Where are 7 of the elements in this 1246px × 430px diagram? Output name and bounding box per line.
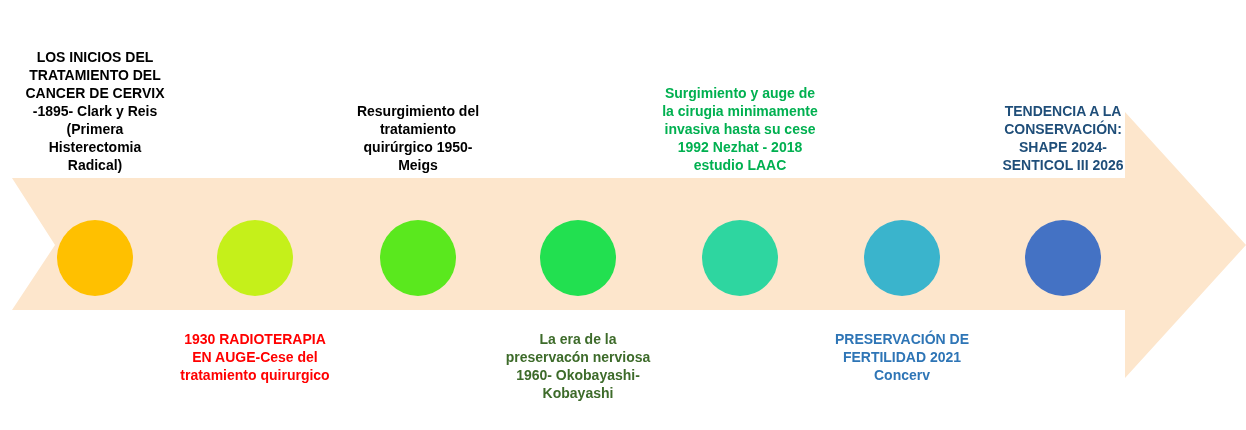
milestone-text: LOS INICIOS DEL TRATAMIENTO DEL CANCER DE CERVIX -1895- Clark y Reis (Primera Histerectomia Radical) [24, 48, 166, 174]
milestone-text: Surgimiento y auge de la cirugia minimamente invasiva hasta su cese 1992 Nezhat - 2018 estudio LAAC [661, 84, 819, 174]
milestone-text: Resurgimiento del tratamiento quirúrgico 1950- Meigs [355, 102, 481, 174]
milestone-text: TENDENCIA A LA CONSERVACIÓN: SHAPE 2024- SENTICOL III 2026 [1001, 102, 1125, 174]
milestone-text: 1930 RADIOTERAPIA EN AUGE-Cese del tratamiento quirurgico [180, 330, 330, 384]
milestone-text: PRESERVACIÓN DE FERTILIDAD 2021 Concerv [833, 330, 971, 384]
milestone-text: La era de la preservacón nerviosa 1960- Okobayashi- Kobayashi [504, 330, 652, 402]
